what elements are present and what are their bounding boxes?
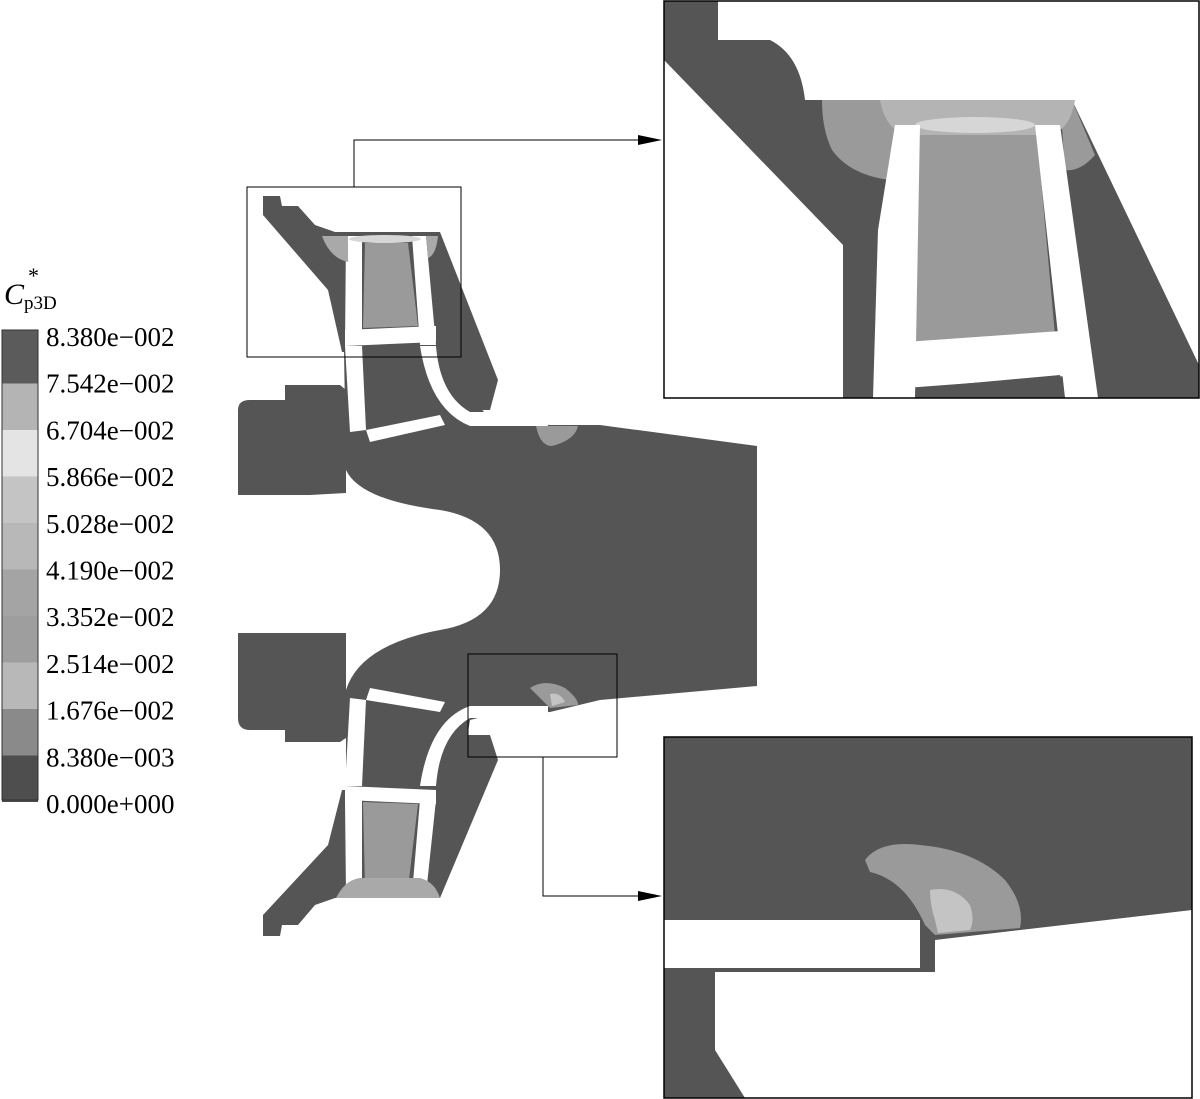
colorbar-band [2, 662, 38, 709]
bottom-passage-outer [345, 800, 362, 894]
top-channel-cross [366, 415, 445, 442]
colorbar-labels: 8.380e−002 7.542e−002 6.704e−002 5.866e−002… [46, 322, 174, 819]
bottom-passage-bridge [345, 786, 436, 804]
arrow-bottom-line [542, 757, 652, 897]
inset-top-contour-left [822, 100, 900, 180]
colorbar-label: 8.380e−002 [46, 322, 174, 352]
top-passage-bridge [345, 326, 436, 346]
colorbar-band [2, 330, 38, 384]
colorbar-band [2, 616, 38, 663]
colorbar-label: 3.352e−002 [46, 602, 174, 632]
colorbar-label: 1.676e−002 [46, 696, 174, 726]
top-passage-inner [412, 236, 436, 345]
inset-bottom-lower-white [715, 975, 1192, 1098]
main-section [238, 186, 757, 936]
legend-title-subscript: p3D [24, 293, 57, 314]
inset-top-bridge [905, 330, 1080, 388]
colorbar-label: 5.866e−002 [46, 462, 174, 492]
colorbar-band [2, 755, 38, 802]
colorbar-label: 5.028e−002 [46, 509, 174, 539]
colorbar-band [2, 383, 38, 430]
leader-arrows [353, 135, 662, 901]
colorbar-band [2, 476, 38, 523]
colorbar-label: 4.190e−002 [46, 556, 174, 586]
top-channel-inner [420, 346, 548, 426]
colorbar-band [2, 709, 38, 756]
colorbar-label: 8.380e−003 [46, 742, 174, 772]
arrow-top-line [353, 139, 652, 187]
inset-top-passage-left [873, 125, 920, 398]
top-tip-contour [322, 236, 438, 262]
colorbar-bands [2, 330, 38, 802]
lower-seal-contour-light [550, 693, 565, 706]
bottom-slot-contour [363, 802, 418, 888]
top-passage-outer [345, 236, 362, 345]
colorbar-label: 6.704e−002 [46, 415, 174, 445]
bottom-passage-inner [412, 800, 436, 894]
legend-title: Cp3D [4, 278, 57, 314]
inset-top-passage-right [1035, 125, 1098, 398]
legend-title-superscript: * [28, 263, 39, 288]
colorbar-frame [1, 329, 39, 801]
colorbar-label: 0.000e+000 [46, 789, 174, 819]
upper-seal-contour [536, 426, 578, 446]
inset-top [663, 0, 1200, 399]
arrow-top-head [638, 135, 662, 145]
left-block-upper [238, 385, 346, 495]
colorbar-band [2, 569, 38, 616]
inset-top-frame [663, 0, 1200, 399]
inset-top-lower-fill [917, 375, 1065, 398]
top-slot-contour [363, 243, 418, 328]
arrow-bottom-head [638, 891, 662, 901]
inset-bottom-frame [663, 736, 1193, 1099]
top-channel [345, 346, 366, 432]
colorbar-label: 7.542e−002 [46, 369, 174, 399]
colorbar-legend: Cp3D * 8.380e−002 7.542e−002 6.704e−002 5.8… [1, 263, 174, 819]
colorbar-band [2, 523, 38, 570]
bottom-channel-cross [366, 688, 445, 712]
colorbar-band [2, 430, 38, 477]
inset-bottom [663, 736, 1193, 1099]
body-region [344, 330, 757, 830]
inset-bottom-channel [664, 920, 920, 968]
inset-bottom-lower-body [664, 972, 745, 1098]
bottom-tip-contour [336, 878, 440, 898]
top-tip-highlight [349, 235, 421, 243]
bottom-channel [345, 698, 366, 786]
legend-title-symbol: C [4, 278, 25, 311]
inset-bottom-contour-light [930, 889, 973, 933]
left-block-lower [238, 633, 346, 742]
bottom-channel-inner [420, 706, 548, 786]
inset-top-slot [915, 135, 1055, 342]
inset-top-highlight [915, 117, 1035, 133]
colorbar-label: 2.514e−002 [46, 649, 174, 679]
